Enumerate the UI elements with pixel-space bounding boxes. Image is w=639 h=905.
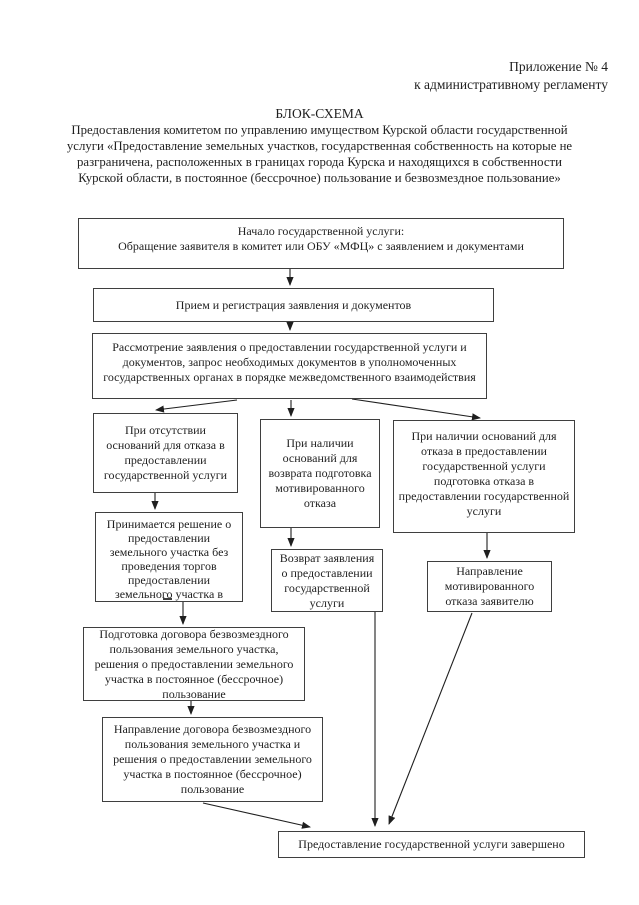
flow-box-return-application-text: Возврат заявления о предоставлении госуд…	[279, 550, 375, 610]
flow-box-return-grounds-text: При наличии оснований для возврата подго…	[268, 436, 372, 510]
flow-box-send-contract: Направление договора безвозмездного поль…	[102, 717, 323, 802]
flow-box-refusal-grounds: При наличии оснований для отказа в предо…	[393, 420, 575, 533]
flow-box-prepare-contract: Подготовка договора безвозмездного польз…	[83, 627, 305, 701]
flow-box-review-text: Рассмотрение заявления о предоставлении …	[103, 340, 476, 384]
document-subtitle: Предоставления комитетом по управлению и…	[66, 123, 573, 185]
flow-box-refusal-grounds-text: При наличии оснований для отказа в предо…	[398, 429, 570, 518]
flow-box-reception: Прием и регистрация заявления и документ…	[93, 288, 494, 322]
arrow-send-refusal-to-finish	[388, 612, 473, 825]
document-title: БЛОК-СХЕМА	[275, 106, 364, 121]
arrow-review-to-no-grounds	[155, 399, 238, 413]
flow-box-decision: Принимается решение о предоставлении зем…	[95, 512, 243, 602]
flow-box-prepare-contract-text: Подготовка договора безвозмездного польз…	[94, 626, 294, 701]
clipped-text-sliver: -	[163, 598, 173, 600]
flow-box-return-grounds: При наличии оснований для возврата подго…	[260, 419, 380, 528]
flow-box-decision-text: Принимается решение о предоставлении зем…	[106, 517, 232, 601]
flow-box-no-grounds-text: При отсутствии оснований для отказа в пр…	[103, 423, 228, 482]
flow-box-send-contract-text: Направление договора безвозмездного поль…	[113, 722, 312, 796]
flow-box-reception-text: Прием и регистрация заявления и документ…	[175, 297, 412, 312]
flow-box-finish: Предоставление государственной услуги за…	[278, 831, 585, 858]
appendix-reference: к административному регламенту	[414, 77, 608, 92]
flow-box-send-refusal-text: Направление мотивированного отказа заяви…	[444, 564, 535, 608]
flow-box-send-refusal: Направление мотивированного отказа заяви…	[427, 561, 552, 612]
flow-box-review: Рассмотрение заявления о предоставлении …	[92, 333, 487, 399]
flow-box-start-line1: Начало государственной услуги:	[237, 224, 405, 238]
flow-box-start-line2: Обращение заявителя в комитет или ОБУ «М…	[118, 239, 524, 253]
arrow-send-contract-to-finish	[202, 802, 311, 829]
document-header: Приложение № 4 к административному регла…	[414, 58, 608, 94]
flow-box-no-grounds: При отсутствии оснований для отказа в пр…	[93, 413, 238, 493]
flow-box-return-application: Возврат заявления о предоставлении госуд…	[271, 549, 383, 612]
arrow-review-to-refusal-grounds	[351, 398, 481, 421]
appendix-number: Приложение № 4	[509, 59, 608, 74]
flow-box-start: Начало государственной услуги: Обращение…	[78, 218, 564, 269]
flow-box-finish-text: Предоставление государственной услуги за…	[298, 837, 565, 851]
